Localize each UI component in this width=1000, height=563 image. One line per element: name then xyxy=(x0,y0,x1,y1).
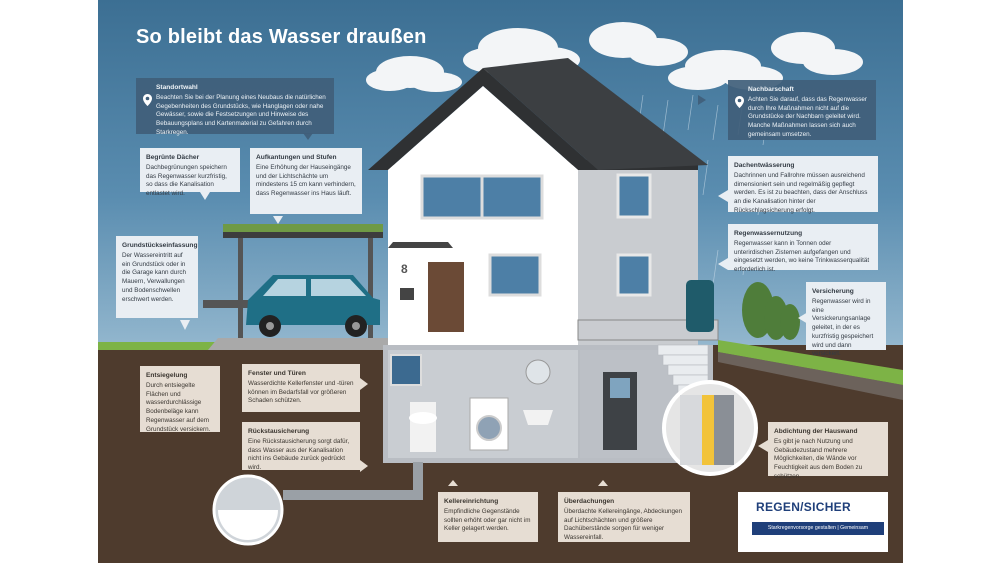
box-title: Entsiegelung xyxy=(146,372,188,379)
box-title: Versicherung xyxy=(812,288,854,295)
box-title: Dachentwässerung xyxy=(734,162,795,169)
box-title: Standortwahl xyxy=(156,84,198,91)
box-aufkantungen: Aufkantungen und Stufen Eine Erhöhung de… xyxy=(250,148,362,214)
box-text: Beachten Sie bei der Planung eines Neuba… xyxy=(156,94,326,136)
logo-name: REGEN/SICHER xyxy=(756,500,851,514)
box-abdichtung-hauswand: Abdichtung der Hauswand Es gibt je nach … xyxy=(768,422,888,480)
front-door xyxy=(428,262,464,332)
box-text: Eine Rückstausicherung sorgt dafür, dass… xyxy=(248,438,350,472)
location-pin-icon xyxy=(735,96,744,108)
box-text: Achten Sie darauf, dass das Regenwasser … xyxy=(748,96,868,138)
box-text: Eine Erhöhung der Hauseingänge und der L… xyxy=(256,164,356,198)
box-text: Empfindliche Gegenstände sollten erhöht … xyxy=(444,508,531,533)
roof xyxy=(368,68,598,170)
box-title: Abdichtung der Hauswand xyxy=(774,428,858,435)
car xyxy=(246,275,380,337)
box-begruente-daecher: Begrünte Dächer Dachbegrünungen speicher… xyxy=(140,148,240,197)
rain-barrel xyxy=(686,280,714,332)
box-text: Dachrinnen und Fallrohre müssen ausreich… xyxy=(734,172,868,214)
trees xyxy=(742,282,800,340)
sewer-pipe xyxy=(283,462,423,500)
box-standortwahl: Standortwahl Beachten Sie bei der Planun… xyxy=(136,78,334,136)
box-text: Durch entsiegelte Flächen und wasserdurc… xyxy=(146,382,211,433)
box-text: Regenwasser kann in Tonnen oder unterird… xyxy=(734,240,870,274)
box-text: Wasserdichte Kellerfenster und -türen kö… xyxy=(248,380,354,405)
box-title: Begrünte Dächer xyxy=(146,154,200,161)
box-entsiegelung: Entsiegelung Durch entsiegelte Flächen u… xyxy=(140,366,220,433)
box-title: Grundstückseinfassung xyxy=(122,242,198,249)
regensicher-logo: REGEN/SICHER Starkregenvorsorge gestalte… xyxy=(738,492,888,552)
logo-slogan: Starkregenvorsorge gestalten | Gemeinsam xyxy=(752,522,884,535)
box-ueberdachungen: Überdachungen Überdachte Kellereingänge,… xyxy=(558,492,690,542)
box-text: Regenwasser wird in eine Versickerungsan… xyxy=(812,298,874,358)
box-rueckstausicherung: Rückstausicherung Eine Rückstausicherung… xyxy=(242,422,360,472)
box-grundstueckseinfassung: Grundstückseinfassung Der Wassereintritt… xyxy=(116,236,198,318)
box-nachbarschaft: Nachbarschaft Achten Sie darauf, dass da… xyxy=(728,80,876,140)
clouds xyxy=(366,22,863,92)
poster-title: So bleibt das Wasser draußen xyxy=(136,26,427,48)
box-title: Kellereinrichtung xyxy=(444,498,499,505)
box-title: Fenster und Türen xyxy=(248,370,306,377)
box-dachentwaesserung: Dachentwässerung Dachrinnen und Fallrohr… xyxy=(728,156,878,214)
box-text: Dachbegrünungen speichern das Regenwasse… xyxy=(146,164,227,198)
box-fenster-tueren: Fenster und Türen Wasserdichte Kellerfen… xyxy=(242,364,360,412)
location-pin-icon xyxy=(143,94,152,106)
box-title: Nachbarschaft xyxy=(748,86,794,93)
box-regenwassernutzung: Regenwassernutzung Regenwasser kann in T… xyxy=(728,224,878,273)
box-versicherung: Versicherung Regenwasser wird in eine Ve… xyxy=(806,282,886,357)
box-title: Überdachungen xyxy=(564,498,615,505)
box-text: Es gibt je nach Nutzung und Gebäudezusta… xyxy=(774,438,863,480)
grass-right xyxy=(718,340,903,385)
box-text: Überdachte Kellereingänge, Abdeckungen a… xyxy=(564,508,682,542)
box-title: Rückstausicherung xyxy=(248,428,310,435)
house-number: 8 xyxy=(401,262,408,276)
box-text: Der Wassereintritt auf ein Grundstück od… xyxy=(122,252,187,303)
infographic-poster: So bleibt das Wasser draußen 8 Standortw… xyxy=(98,0,903,563)
box-title: Regenwassernutzung xyxy=(734,230,803,237)
box-title: Aufkantungen und Stufen xyxy=(256,154,337,161)
box-kellereinrichtung: Kellereinrichtung Empfindliche Gegenstän… xyxy=(438,492,538,542)
driveway xyxy=(208,338,388,350)
carport-roof xyxy=(223,232,383,238)
